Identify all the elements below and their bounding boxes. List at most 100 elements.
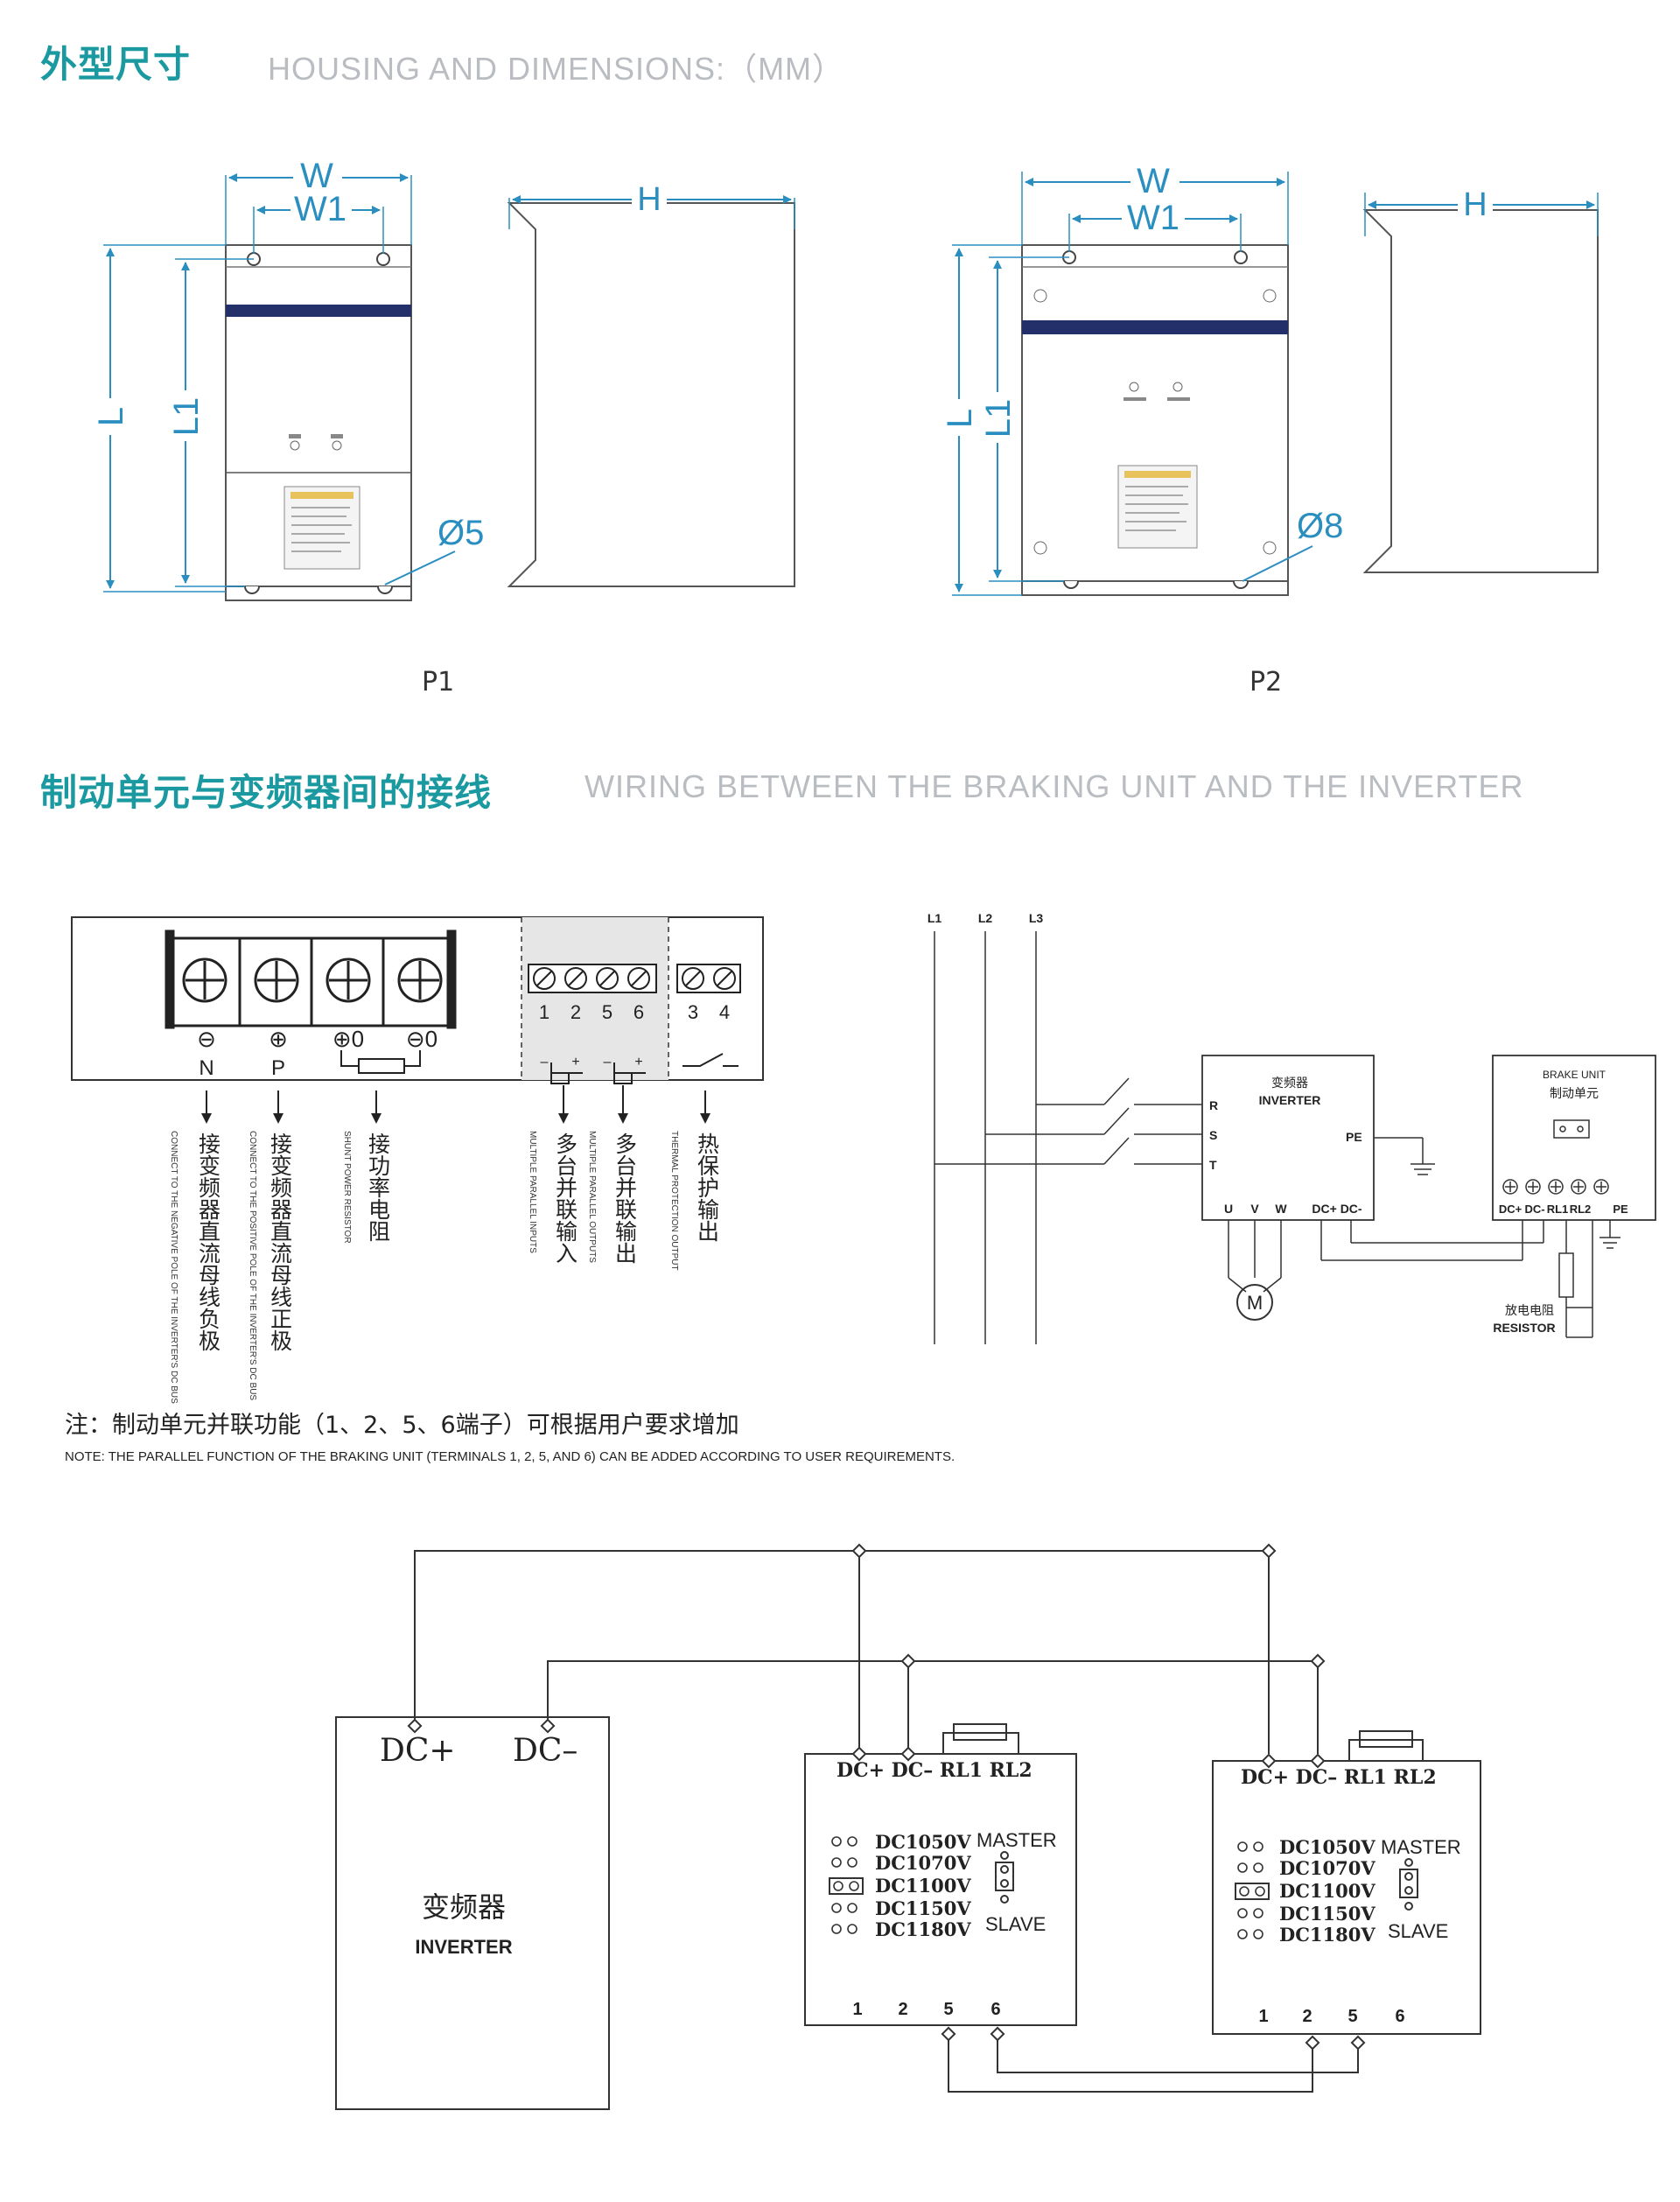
inverter-cn: 变频器 (1271, 1076, 1308, 1090)
line-l2: L2 (978, 911, 993, 925)
unit2-v1180: DC1180V (1279, 1924, 1376, 1946)
terminal-sym-r2: ⊖0 (406, 1026, 438, 1052)
small-terminal-5: 5 (602, 1001, 612, 1023)
terminal-sym-r1: ⊕0 (332, 1026, 364, 1052)
unit2-v1150: DC1150V (1279, 1903, 1376, 1925)
p1-dim-w: W (300, 157, 333, 195)
inverter-dc: DC+ DC- (1312, 1202, 1362, 1216)
terminal-descriptions: 接变频器直流母线负极 CONNECT TO THE NEGATIVE POLE … (169, 1085, 720, 1404)
p2-hole-dim: Ø8 (1297, 507, 1343, 545)
unit-jumper-dots (831, 1836, 1265, 1939)
wiring-title-en: WIRING BETWEEN THE BRAKING UNIT AND THE … (584, 768, 1524, 804)
p1-hole-dim: Ø5 (438, 514, 484, 552)
desc-en-par-out: MULTIPLE PARALLEL OUTPUTS (587, 1131, 597, 1263)
note-en: NOTE: THE PARALLEL FUNCTION OF THE BRAKI… (65, 1449, 956, 1464)
input-r: R (1209, 1098, 1218, 1112)
small-terminal-4: 4 (719, 1001, 730, 1023)
housing-title-cn: 外型尺寸 (40, 43, 192, 86)
small-terminal-6: 6 (634, 1001, 644, 1023)
terminal-block: ⊖ ⊕ ⊕0 ⊖0 N P 1 2 5 6 3 4 – + – + (71, 916, 764, 1084)
p1-dim-w1: W1 (294, 190, 346, 228)
inverter-dcp-label: DC+ (380, 1733, 456, 1769)
caption-p2: P2 (1250, 667, 1283, 698)
unit1-terminals: DC+ DC– RL1 RL2 (836, 1759, 1032, 1782)
polarity-4: + (634, 1055, 642, 1069)
parallel-inverter-cn: 变频器 (422, 1890, 506, 1924)
p1-dim-h: H (637, 181, 661, 218)
p2-dim-w: W (1137, 162, 1170, 200)
terminal-label-n: N (199, 1056, 214, 1080)
unit1-v1070: DC1070V (875, 1852, 971, 1874)
system-wiring-labels: L1 L2 L3 变频器 INVERTER R S T PE U V W DC+… (928, 911, 1628, 1335)
desc-en-resistor: SHUNT POWER RESISTOR (342, 1131, 352, 1244)
brake-term-rl2: RL2 (1570, 1203, 1592, 1216)
unit2-terminals: DC+ DC– RL1 RL2 (1241, 1766, 1437, 1789)
input-s: S (1209, 1128, 1217, 1142)
desc-cn-negative: 接变频器直流母线负极 (196, 1133, 221, 1351)
unit1-term-6: 6 (990, 2000, 1000, 2019)
unit2-term-2: 2 (1302, 2007, 1312, 2026)
terminal-label-p: P (271, 1056, 285, 1080)
resistor-en: RESISTOR (1493, 1321, 1555, 1335)
resistor-cn: 放电电阻 (1505, 1304, 1554, 1318)
input-t: T (1209, 1158, 1217, 1172)
inverter-pe: PE (1346, 1130, 1362, 1144)
p1-drawing: W W1 L L1 Ø5 H (92, 157, 795, 601)
housing-title-en: HOUSING AND DIMENSIONS:（MM） (268, 51, 845, 87)
unit1-term-1: 1 (852, 2000, 862, 2019)
output-u: U (1224, 1202, 1233, 1216)
unit2-v1050: DC1050V (1279, 1836, 1376, 1858)
p2-dim-h: H (1463, 186, 1487, 223)
desc-cn-resistor: 接功率电阻 (366, 1133, 391, 1242)
small-terminal-2: 2 (570, 1001, 581, 1023)
unit1-slave: SLAVE (985, 1913, 1046, 1935)
unit2-master: MASTER (1381, 1836, 1461, 1858)
unit1-v1150: DC1150V (875, 1897, 971, 1919)
unit1-term-5: 5 (943, 2000, 953, 2019)
brake-term-pe: PE (1613, 1203, 1628, 1216)
unit1-term-2: 2 (898, 2000, 907, 2019)
small-terminal-3: 3 (688, 1001, 698, 1023)
polarity-1: – (541, 1055, 549, 1069)
polarity-3: – (604, 1055, 612, 1069)
desc-cn-positive: 接变频器直流母线正极 (268, 1133, 293, 1351)
unit1-master: MASTER (976, 1829, 1057, 1851)
unit1-v1100: DC1100V (875, 1875, 971, 1897)
unit1-v1180: DC1180V (875, 1918, 971, 1940)
p2-dim-w1: W1 (1127, 199, 1180, 237)
unit1-v1050: DC1050V (875, 1831, 971, 1853)
desc-en-negative: CONNECT TO THE NEGATIVE POLE OF THE INVE… (169, 1131, 178, 1404)
parallel-wiring-labels: DC+ DC– 变频器 INVERTER DC+ DC– RL1 RL2 DC1… (380, 1733, 1461, 2026)
output-v: V (1250, 1202, 1259, 1216)
parallel-wiring (335, 1550, 1481, 2110)
line-l3: L3 (1029, 911, 1044, 925)
motor-label: M (1247, 1292, 1263, 1314)
desc-cn-par-out: 多台并联输出 (612, 1133, 638, 1264)
p1-dim-l: L (92, 407, 130, 426)
line-l1: L1 (928, 911, 942, 925)
inverter-en: INVERTER (1259, 1093, 1321, 1107)
brake-unit-en: BRAKE UNIT (1543, 1069, 1606, 1081)
desc-cn-par-in: 多台并联输入 (553, 1133, 578, 1264)
desc-en-thermal: THERMAL PROTECTION OUTPUT (669, 1131, 679, 1271)
brake-unit-cn: 制动单元 (1550, 1087, 1599, 1101)
brake-term-rl1: RL1 (1547, 1203, 1569, 1216)
terminal-sym-n: ⊖ (197, 1026, 216, 1052)
polarity-2: + (571, 1055, 579, 1069)
system-wiring (934, 931, 1656, 1344)
desc-en-par-in: MULTIPLE PARALLEL INPUTS (528, 1131, 537, 1253)
wiring-title-cn: 制动单元与变频器间的接线 (40, 771, 493, 814)
p1-dim-l1: L1 (167, 397, 206, 437)
small-terminal-1: 1 (539, 1001, 550, 1023)
unit2-v1070: DC1070V (1279, 1857, 1376, 1879)
unit2-slave: SLAVE (1388, 1920, 1448, 1942)
unit2-term-6: 6 (1395, 2007, 1404, 2026)
unit2-v1100: DC1100V (1279, 1880, 1376, 1902)
inverter-dcm-label: DC– (513, 1733, 578, 1769)
brake-term-dcp: DC+ (1499, 1203, 1522, 1216)
caption-p1: P1 (422, 667, 455, 698)
desc-en-positive: CONNECT TO THE POSITIVE POLE OF THE INVE… (248, 1131, 257, 1400)
parallel-inverter-en: INVERTER (415, 1936, 512, 1958)
p2-drawing: W W1 L L1 Ø8 H (941, 162, 1599, 596)
